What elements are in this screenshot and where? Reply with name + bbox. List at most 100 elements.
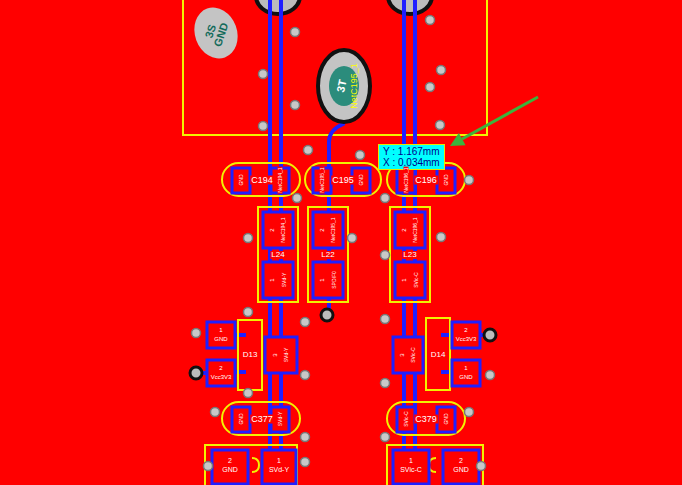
via xyxy=(192,16,495,471)
inductor-outline xyxy=(258,207,298,302)
diode-outline xyxy=(426,318,450,390)
via xyxy=(259,70,268,79)
smd-pad xyxy=(313,212,343,248)
diode-outline xyxy=(238,318,450,390)
coordinate-readout: X : 0.034mm xyxy=(383,157,440,168)
via xyxy=(244,389,253,398)
pointer-arrow xyxy=(450,133,466,146)
via xyxy=(301,458,310,467)
reference-designator: C379 xyxy=(414,415,438,424)
pad-net-label: NetC195_1 xyxy=(320,166,325,193)
coordinate-readout: Y : 1.167mm xyxy=(383,146,440,157)
pad-net-label: GND xyxy=(458,374,473,380)
top-pad xyxy=(388,0,432,14)
smd-pad xyxy=(212,450,248,484)
pad-net-label: NetC196_1 xyxy=(413,216,418,243)
pad-net-label: Vcc3V3 xyxy=(210,374,233,380)
via xyxy=(259,122,268,131)
smd-pad xyxy=(395,212,425,248)
smd-pad xyxy=(232,168,250,193)
smd-pad xyxy=(207,322,235,348)
pad-net-label: SVic-C xyxy=(411,346,416,363)
via xyxy=(304,146,313,155)
reference-designator: C377 xyxy=(250,415,274,424)
pad-net-label: NetC194_1 xyxy=(278,166,283,193)
pad-net-label: GND xyxy=(444,173,449,186)
pad-net-label: 2 xyxy=(269,227,275,232)
pad-net-label: 1 xyxy=(218,327,223,333)
pad-net-label: 1 xyxy=(276,457,282,464)
smd-pad xyxy=(397,407,415,432)
pad-net-label: 1 xyxy=(408,457,414,464)
top-pad xyxy=(256,0,300,14)
via xyxy=(301,371,310,380)
via xyxy=(381,433,390,442)
diode-outline xyxy=(238,320,262,390)
pad-net-label: 1 xyxy=(269,277,275,282)
pad-shape xyxy=(194,6,238,60)
net-name: NetC195_1 xyxy=(350,63,359,109)
via xyxy=(381,379,390,388)
smd-pad xyxy=(265,337,297,373)
component-outline xyxy=(183,0,487,135)
via xyxy=(301,318,310,327)
via xyxy=(348,234,357,243)
pointer-arrow xyxy=(462,97,538,139)
reference-designator: D13 xyxy=(242,351,259,359)
reference-designator: D14 xyxy=(430,351,447,359)
smd-pad xyxy=(393,450,429,484)
smd-pad xyxy=(395,262,425,298)
pad-net-label: 2 xyxy=(458,457,464,464)
connector-outline xyxy=(205,445,483,485)
pad-net-label: 2 xyxy=(319,227,325,232)
reference-designator: C196 xyxy=(414,176,438,185)
pad-net-label: SVd-Y xyxy=(268,466,290,473)
trace xyxy=(235,333,246,337)
smd-pad xyxy=(207,168,480,484)
pad-net-label: GND xyxy=(444,412,449,425)
via xyxy=(291,28,300,37)
pad-net-label: NetC194_1 xyxy=(281,216,286,243)
via xyxy=(437,66,446,75)
smd-pad xyxy=(263,212,293,248)
pad-net-label: SVic-C xyxy=(414,271,419,288)
smd-pad xyxy=(452,322,480,348)
pad-net-label: 3 xyxy=(272,352,278,357)
pad-net-label: GND xyxy=(239,173,244,186)
coordinate-tooltip: Y : 1.167mmX : 0.034mm xyxy=(378,144,445,170)
pad-shape xyxy=(318,50,370,122)
capacitor-outline xyxy=(387,402,465,435)
pad-net-label: NetC195_1 xyxy=(331,216,336,243)
smd-pad xyxy=(207,360,235,386)
pad-net-label: 3 xyxy=(399,352,405,357)
via xyxy=(192,329,201,338)
trace xyxy=(198,0,488,485)
pad-net-label: SPDIF0 xyxy=(332,270,337,290)
smd-pad xyxy=(232,407,250,432)
pointer-arrow xyxy=(450,97,538,146)
inductor-outline xyxy=(258,207,430,302)
black-via xyxy=(321,309,333,321)
smd-pad xyxy=(437,407,455,432)
via xyxy=(356,151,365,160)
pad-net-label: 2 xyxy=(218,365,223,371)
inductor-outline xyxy=(308,207,348,302)
via xyxy=(244,308,253,317)
connector-outline xyxy=(205,445,297,485)
via xyxy=(486,371,495,380)
connector-outline xyxy=(252,458,259,472)
reference-designator: L24 xyxy=(270,251,285,259)
component-outline xyxy=(183,0,487,135)
via xyxy=(477,462,486,471)
via xyxy=(211,408,220,417)
black-via xyxy=(190,367,202,379)
inductor-outline xyxy=(390,207,430,302)
black-via xyxy=(484,329,496,341)
pad-net-label: 1 xyxy=(319,277,325,282)
capacitor-outline xyxy=(222,163,465,435)
pad-net-label: GND xyxy=(221,466,239,473)
smd-pad xyxy=(393,337,423,373)
reference-designator: C195 xyxy=(331,176,355,185)
